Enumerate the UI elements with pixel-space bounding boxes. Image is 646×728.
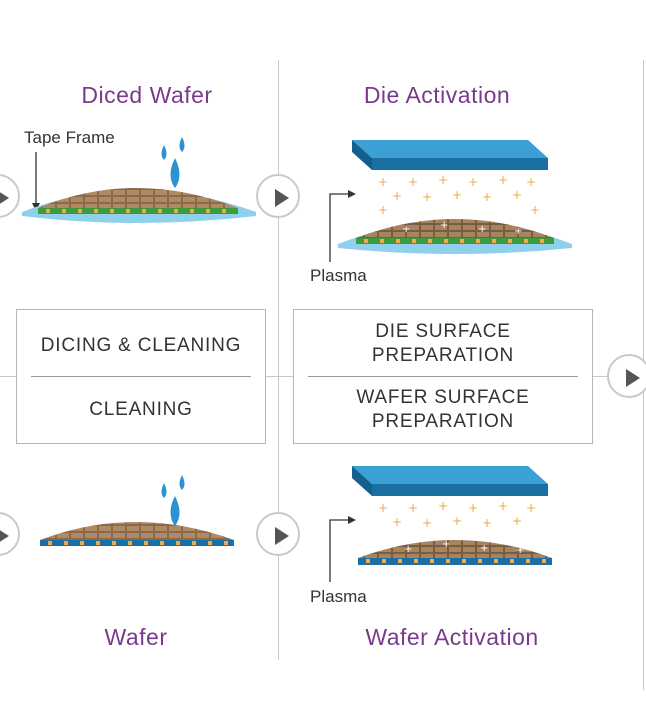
label-plasma-bottom: Plasma [310, 587, 367, 606]
box-text-wafer-preparation: PREPARATION [371, 411, 515, 432]
svg-text:+: + [526, 175, 536, 189]
svg-text:+: + [378, 175, 388, 189]
tape-frame-pointer-arrow [32, 152, 40, 211]
svg-text:+: + [378, 501, 388, 515]
svg-text:+: + [392, 515, 402, 529]
svg-text:+: + [516, 545, 524, 556]
process-box-left: DICING & CLEANING CLEANING [16, 309, 266, 444]
box-text-wafer-surface: WAFER SURFACE [356, 387, 530, 408]
svg-text:+: + [392, 189, 402, 203]
svg-text:+: + [402, 224, 410, 235]
svg-text:+: + [512, 188, 522, 202]
svg-text:+: + [438, 173, 448, 187]
label-plasma-top: Plasma [310, 266, 367, 285]
svg-text:+: + [530, 203, 540, 217]
title-diced-wafer: Diced Wafer [81, 82, 213, 108]
svg-text:+: + [408, 175, 418, 189]
svg-text:+: + [498, 499, 508, 513]
svg-text:+: + [408, 501, 418, 515]
box-divider-left [31, 376, 251, 377]
box-text-cleaning: CLEANING [89, 399, 193, 420]
svg-text:+: + [514, 226, 522, 237]
plasma-arrow-icon [329, 190, 356, 262]
svg-text:+: + [480, 543, 488, 554]
svg-text:+: + [468, 501, 478, 515]
column-divider-center [278, 60, 279, 660]
title-wafer-activation: Wafer Activation [365, 624, 539, 650]
die-slab-top [352, 140, 548, 170]
svg-text:+: + [526, 501, 536, 515]
svg-text:+: + [442, 539, 450, 550]
svg-text:+: + [438, 499, 448, 513]
water-drops-icon [161, 475, 185, 526]
svg-text:+: + [498, 173, 508, 187]
svg-text:+: + [512, 514, 522, 528]
die-slab-bottom [352, 466, 548, 496]
plasma-arrow-icon [329, 516, 356, 582]
box-text-die-surface: DIE SURFACE [375, 321, 511, 342]
play-arrow-icon[interactable] [256, 512, 300, 556]
play-arrow-icon[interactable] [256, 174, 300, 218]
svg-text:+: + [482, 190, 492, 204]
row-connector-left [0, 376, 16, 377]
svg-text:+: + [452, 514, 462, 528]
svg-text:+: + [452, 188, 462, 202]
row-connector-right [592, 376, 612, 377]
svg-text:+: + [404, 544, 412, 555]
svg-text:+: + [378, 203, 388, 217]
svg-text:+: + [478, 224, 486, 235]
water-drops-icon [161, 137, 185, 188]
play-arrow-icon[interactable] [607, 354, 646, 398]
svg-text:+: + [422, 190, 432, 204]
box-text-dicing-cleaning: DICING & CLEANING [40, 335, 242, 356]
label-tape-frame: Tape Frame [24, 128, 115, 147]
svg-text:+: + [468, 175, 478, 189]
row-connector-center [264, 376, 294, 377]
process-box-right: DIE SURFACE PREPARATION WAFER SURFACE PR… [293, 309, 593, 444]
svg-text:+: + [440, 220, 448, 231]
title-die-activation: Die Activation [363, 82, 511, 108]
box-divider-right [308, 376, 578, 377]
title-wafer: Wafer [104, 624, 168, 650]
svg-text:+: + [482, 516, 492, 530]
box-text-die-preparation: PREPARATION [371, 345, 515, 366]
svg-text:+: + [422, 516, 432, 530]
